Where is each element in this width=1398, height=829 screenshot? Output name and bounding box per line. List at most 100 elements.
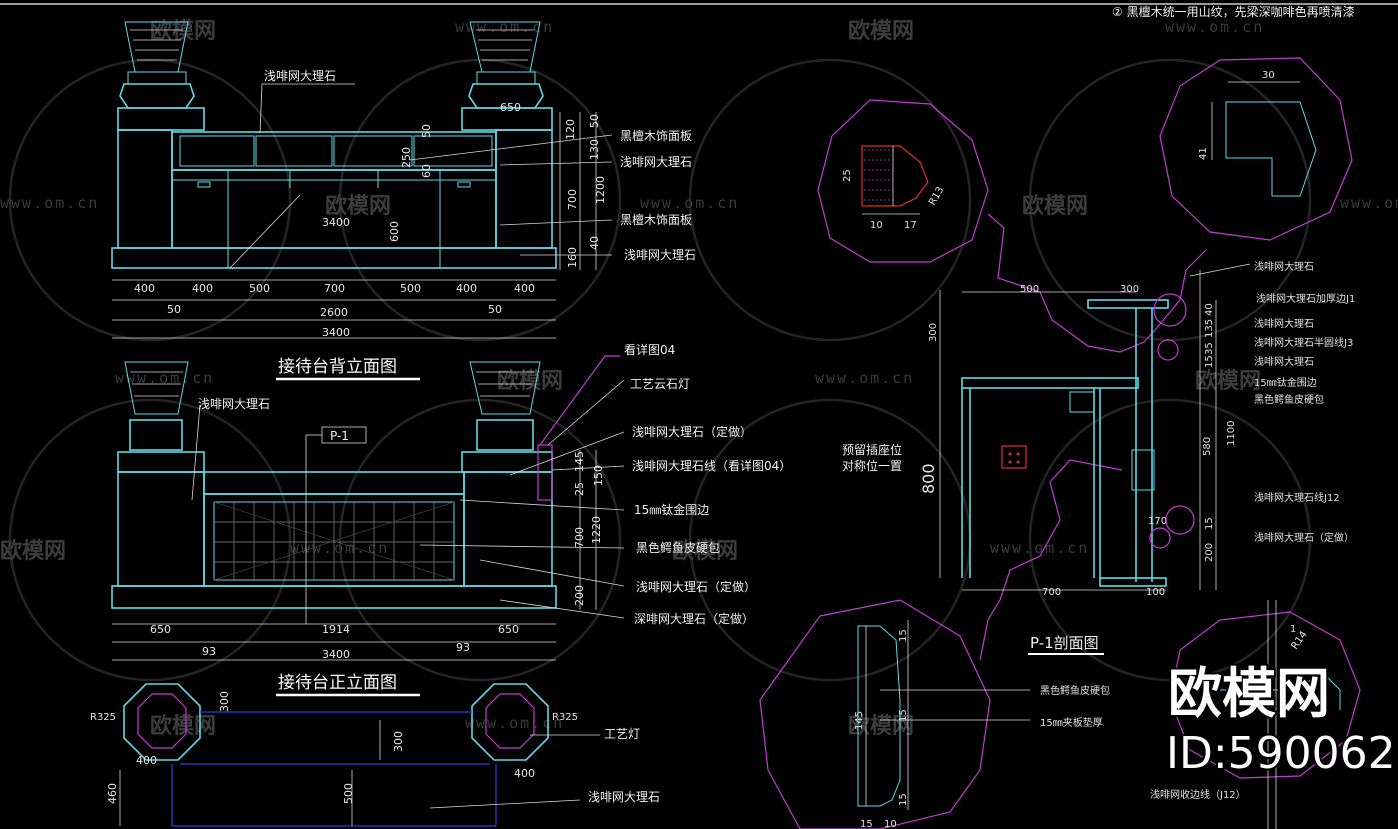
dim: 2600 [320,306,348,319]
dim: 135 [1204,319,1215,338]
back-right-dims: 120 50 130 50 250 60 1200 700 600 40 160 [388,114,607,268]
detail-callout[interactable] [1149,527,1171,549]
detail-b-profile [1225,101,1317,197]
dim: 35 [1204,342,1215,355]
watermark-brand: 欧模网 [325,193,391,219]
watermark-brand: 欧模网 [1022,193,1088,219]
dim: 10 [870,220,883,231]
dim: 50 [420,124,433,138]
section-label: 浅啡网大理石加厚边J1 [1256,292,1355,305]
front-base [111,585,557,609]
detail-b[interactable]: 30 41 [1159,57,1353,241]
watermark-brand: 欧模网 [672,538,738,564]
dim: 700 [1042,587,1061,598]
dim: R325 [90,712,116,723]
dim: R325 [552,712,578,723]
section-p1[interactable]: 500 300 300 800 700 100 1100 580 40 135 … [842,260,1355,655]
dim: 60 [420,164,433,178]
detail-c[interactable]: 15 145 15 15 15 10 黑色鳄鱼皮硬包 15㎜夹板垫厚 浅啡网收边… [759,599,1246,829]
dim: 170 [1148,516,1167,527]
dim: 500 [400,282,421,295]
dim: 400 [514,767,535,780]
dim: 3400 [322,216,350,229]
brand-overlay: 欧模网 ID:590062 [1164,660,1398,781]
watermark-brand: 欧模网 [1195,368,1261,394]
detail-callout[interactable] [1153,293,1187,327]
dim: 500 [342,783,355,804]
front-label: 工艺云石灯 [630,377,690,391]
dim: 120 [564,119,577,140]
dim: 400 [136,754,157,767]
detail-c-label: 浅啡网收边线（J12） [1150,788,1246,801]
section-label: 浅啡网大理石 [1254,260,1314,273]
dim: 50 [588,114,601,128]
detail-c-boundary [759,599,991,829]
detail-connector-line [987,213,1207,353]
back-column-left [117,129,173,249]
front-column-right [463,471,553,587]
dim: 600 [388,221,401,242]
dim: 460 [106,783,119,804]
dim: 17 [904,220,917,231]
dim: 580 [1202,437,1213,456]
dim: 650 [500,101,521,114]
dim: 300 [928,323,939,342]
front-label: 深啡网大理石（定做） [634,611,754,626]
dim: 40 [588,236,601,250]
dim: 15 [1204,355,1215,368]
watermark-url: www.om.cn [0,194,99,212]
plan-view[interactable]: R325 R325 300 300 400 400 460 500 工艺灯 浅啡… [90,683,660,827]
back-elevation-title: 接待台背立面图 [278,357,397,377]
plan-pillar-left [123,683,201,761]
dim: 25 [573,482,586,496]
detail-d-boundary [1169,611,1361,779]
panel-grid [213,501,455,581]
dim: 650 [150,623,171,636]
dim: 15 [898,629,909,642]
dim: 50 [167,303,181,316]
detail-callout[interactable] [1165,505,1195,535]
top-note: ② 黑檀木统一用山纹，先梁深咖啡色再喷清漆 [1112,4,1355,19]
section-labels: 浅啡网大理石 浅啡网大理石加厚边J1 浅啡网大理石 浅啡网大理石半圆线J3 浅啡… [1189,260,1355,544]
front-right-dims: 145 150 25 700 1220 200 [573,451,605,606]
section-label: 黑色鳄鱼皮硬包 [1254,393,1324,406]
plan-pillar-right [471,683,549,761]
watermark-url: www.om.cn [115,369,214,387]
dim: 100 [1146,587,1165,598]
section-label: 浅啡网大理石半圆线J3 [1254,336,1353,349]
dim: 41 [1198,147,1209,160]
dim: 30 [1262,70,1275,81]
dim: 40 [1204,303,1215,316]
front-label: 黑色鳄鱼皮硬包 [636,541,720,555]
dim: 1220 [590,516,603,544]
plan-label: 浅啡网大理石 [588,790,660,804]
section-top-slab [1087,299,1169,309]
dim: 15 [898,709,909,722]
front-top-band [203,471,465,495]
front-elevation[interactable]: P-1 浅啡网大理石 看详图04 工艺云石灯 浅啡网大理石（定做） 浅啡网大理石… [111,342,791,697]
dim: 650 [498,623,519,636]
back-label: 浅啡网大理石 [624,248,696,262]
detail-c-profile [857,625,901,807]
dim: 200 [1204,543,1215,562]
section-label: 浅啡网大理石 [1254,355,1314,368]
plan-label: 工艺灯 [604,727,640,741]
section-label: 15㎜钛金围边 [1254,376,1317,389]
dim: 250 [400,147,413,168]
back-elevation[interactable]: 浅啡网大理石 黑檀木饰面板 浅啡网大理石 黑檀木饰面板 浅啡网大理石 650 3… [111,21,696,381]
detail-callout[interactable] [1157,339,1179,361]
back-label: 浅啡网大理石 [264,69,336,83]
dim: 1200 [594,176,607,204]
back-column-right [495,129,553,249]
back-label: 黑檀木饰面板 [620,212,692,227]
section-label: 浅啡网大理石线J12 [1254,491,1340,504]
dim: 25 [842,169,853,182]
watermark-url: www.om.cn [990,539,1089,557]
dim: 300 [218,691,231,712]
plan-lamp-left [137,693,187,749]
dim: 93 [202,645,216,658]
dim: 15 [860,819,873,829]
detail-a[interactable]: 25 10 17 R13 [817,99,989,263]
detail-connector-line [979,459,1123,661]
